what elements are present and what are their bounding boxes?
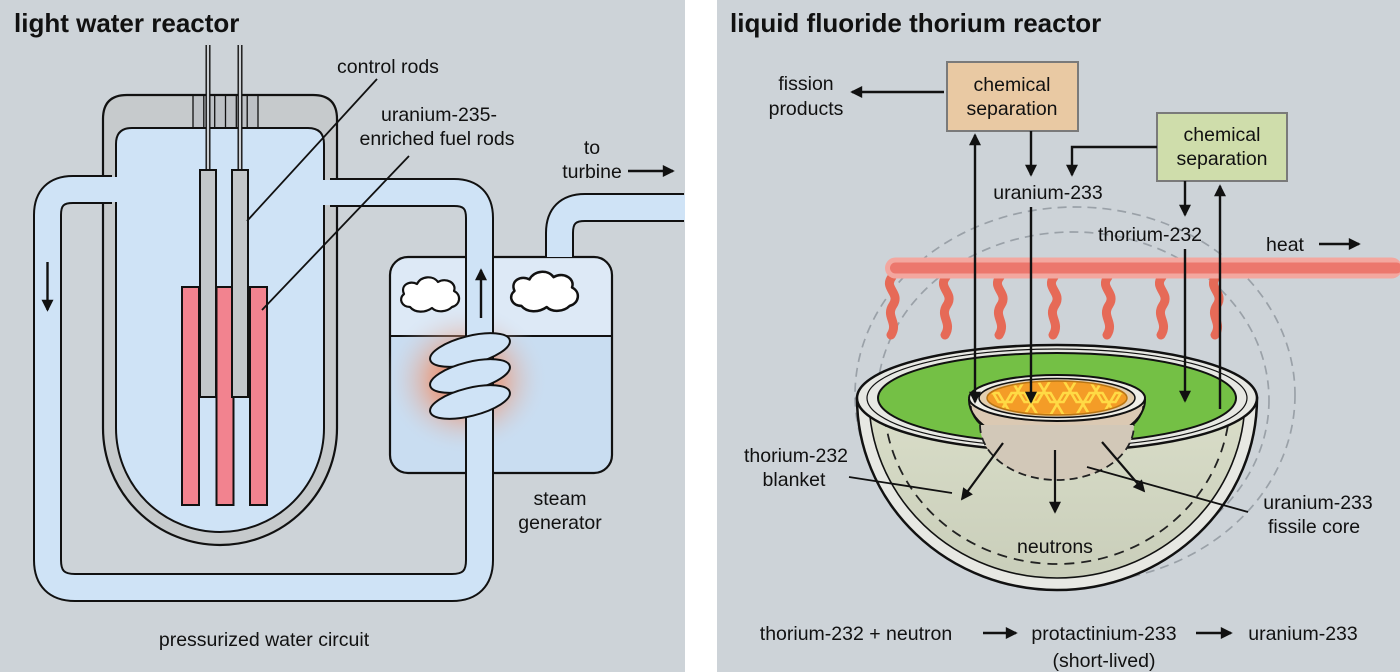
- right-panel-title: liquid fluoride thorium reactor: [730, 8, 1101, 38]
- equation-part3: uranium-233: [1248, 623, 1357, 645]
- fissile-core: [967, 374, 1147, 481]
- fuel-rods-label-line1: uranium-235-: [381, 104, 497, 126]
- blanket-leader-line: [848, 476, 953, 494]
- process-arrows: [850, 86, 1361, 409]
- fissile-core-label-line1: uranium-233: [1263, 492, 1372, 514]
- chem-separation-blanket-line1: chemical: [1184, 124, 1261, 146]
- fission-products-label-line1: fission: [778, 73, 833, 95]
- turbine-steam-pipe: [545, 193, 686, 257]
- vessel-lid-hatch: [192, 96, 259, 127]
- blanket-label-line2: blanket: [763, 469, 826, 491]
- reactor-bowl: [855, 343, 1259, 592]
- right-panel: chemical separation chemical separation: [717, 0, 1400, 672]
- heat-exchanger-coil: [429, 332, 511, 420]
- cloud-icon: [400, 276, 461, 313]
- left-panel-title: light water reactor: [14, 8, 239, 38]
- chem-separation-fuel-line1: chemical: [974, 74, 1051, 96]
- equation-note: (short-lived): [1053, 650, 1156, 672]
- fissile-core-label-line2: fissile core: [1268, 516, 1360, 538]
- left-panel: light water reactor control rods uranium…: [0, 0, 686, 672]
- control-rods: [199, 169, 249, 398]
- core-fuel-salt-surface: [986, 380, 1128, 416]
- chem-separation-blanket-line2: separation: [1176, 148, 1267, 170]
- uranium-233-label: uranium-233: [993, 182, 1102, 204]
- chem-separation-box-fuel: chemical separation: [946, 61, 1079, 132]
- equation-part1: thorium-232 + neutron: [760, 623, 952, 645]
- equation-part2: protactinium-233: [1031, 623, 1176, 645]
- core-cup-dashed: [979, 424, 1135, 481]
- panel-divider: [685, 0, 717, 672]
- breeding-equation: thorium-232 + neutron protactinium-233 u…: [760, 623, 1358, 672]
- chem-separation-box-blanket: chemical separation: [1156, 112, 1288, 182]
- neutron-arrows: [960, 441, 1146, 514]
- fission-products-label-line2: products: [769, 98, 844, 120]
- steam-generator-label-line2: generator: [518, 512, 602, 534]
- to-turbine-label-line2: turbine: [562, 161, 622, 183]
- control-rods-leader-line: [246, 78, 378, 222]
- bowl-inner-dashed-arc: [883, 399, 1231, 565]
- fuel-rods: [181, 286, 268, 506]
- steam-cloud-icons: [400, 270, 580, 313]
- fuel-rods-label-line2: enriched fuel rods: [359, 128, 514, 150]
- fuel-rods-leader-line: [261, 155, 410, 311]
- blanket-uranium-bent-arrow: [1066, 145, 1157, 177]
- hot-leg-pipe: [322, 178, 494, 416]
- pressurized-water-loop-pipe: [33, 175, 494, 602]
- to-turbine-label-line1: to: [584, 137, 600, 159]
- control-rod-shafts: [205, 43, 243, 172]
- heat-label: heat: [1266, 234, 1305, 256]
- neutrons-label: neutrons: [1017, 536, 1093, 558]
- steam-generator-label-line1: steam: [533, 488, 586, 510]
- chem-separation-fuel-line2: separation: [966, 98, 1057, 120]
- cloud-icon: [509, 270, 580, 313]
- heat-pipe: [885, 257, 1400, 279]
- blanket-label-line1: thorium-232: [744, 445, 848, 467]
- control-rods-label: control rods: [337, 56, 439, 78]
- water-circuit-label: pressurized water circuit: [159, 629, 370, 651]
- fissile-core-leader-line: [1086, 466, 1249, 513]
- thorium-232-label: thorium-232: [1098, 224, 1202, 246]
